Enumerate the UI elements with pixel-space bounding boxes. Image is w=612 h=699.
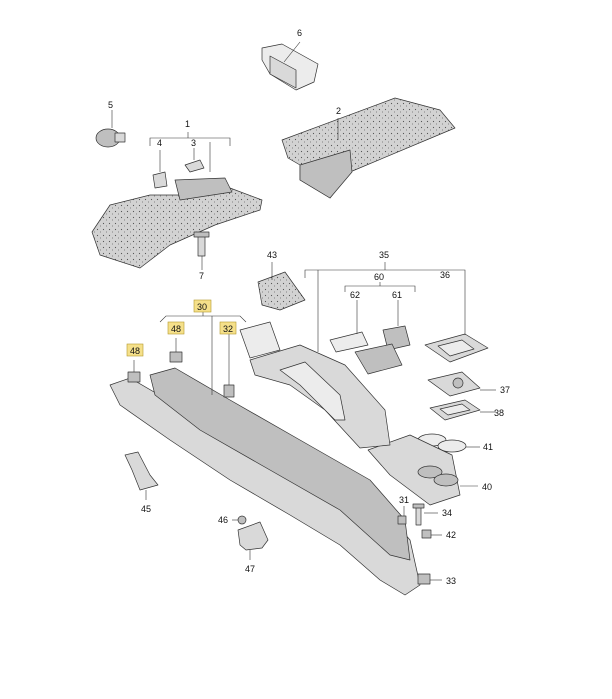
part-6-clip [261, 41, 319, 91]
part-35-console-frame [249, 344, 391, 449]
part-36-frame [424, 278, 489, 363]
callout-35: 35 [379, 250, 389, 260]
part-43-pad [257, 262, 306, 311]
callout-48a: 48 [171, 324, 181, 334]
callout-36: 36 [440, 270, 450, 280]
part-48b-pad [127, 360, 141, 383]
callout-41: 41 [483, 442, 493, 452]
part-1-mat-assembly [91, 142, 263, 269]
callout-46: 46 [218, 515, 228, 525]
callout-3: 3 [191, 138, 196, 148]
callout-48b-badge [126, 343, 144, 357]
part-33-clip [417, 573, 442, 585]
callout-43: 43 [267, 250, 277, 260]
part-34-screw [412, 503, 438, 526]
callout-1: 1 [185, 119, 190, 129]
part-32-clip [223, 334, 235, 398]
callout-5: 5 [108, 100, 113, 110]
callouts: 6 5 1 2 4 3 7 43 35 60 36 62 61 30 48 32… [108, 28, 510, 586]
callout-61: 61 [392, 290, 402, 300]
callout-32: 32 [223, 324, 233, 334]
part-46-nut [232, 515, 247, 525]
part-30-main-console [109, 321, 421, 596]
part-7-screw [193, 231, 210, 270]
callout-6: 6 [297, 28, 302, 38]
callout-7: 7 [199, 271, 204, 281]
part-2-mat [281, 97, 456, 199]
part-62-insert [329, 300, 369, 353]
part-40-console-cover [367, 434, 478, 506]
callout-37: 37 [500, 385, 510, 395]
part-31-clip [397, 506, 407, 525]
callout-38: 38 [494, 408, 504, 418]
part-42-nut [421, 529, 442, 539]
part-48a-pad [169, 338, 183, 363]
callout-4: 4 [157, 138, 162, 148]
part-61-insert [382, 300, 411, 351]
callout-32-badge [219, 321, 237, 335]
callout-40: 40 [482, 482, 492, 492]
callout-31: 31 [399, 495, 409, 505]
bracket-60 [344, 282, 416, 292]
callout-30-badge [193, 299, 212, 313]
callout-47: 47 [245, 564, 255, 574]
part-5-knob [95, 110, 126, 148]
part-37-bezel [427, 371, 496, 397]
callout-42: 42 [446, 530, 456, 540]
callout-34: 34 [442, 508, 452, 518]
callout-62: 62 [350, 290, 360, 300]
callout-45: 45 [141, 504, 151, 514]
bracket-30 [159, 312, 247, 395]
callout-30: 30 [197, 302, 207, 312]
part-60-tray [354, 343, 403, 375]
part-47-bracket [237, 521, 269, 560]
callout-60: 60 [374, 272, 384, 282]
callout-48b: 48 [130, 346, 140, 356]
part-38-gasket [429, 399, 496, 421]
callout-48a-badge [167, 321, 185, 335]
part-45-bracket [124, 451, 159, 500]
callout-33: 33 [446, 576, 456, 586]
bracket-1 [149, 132, 231, 146]
bracket-35 [304, 262, 466, 352]
callout-2: 2 [336, 106, 341, 116]
